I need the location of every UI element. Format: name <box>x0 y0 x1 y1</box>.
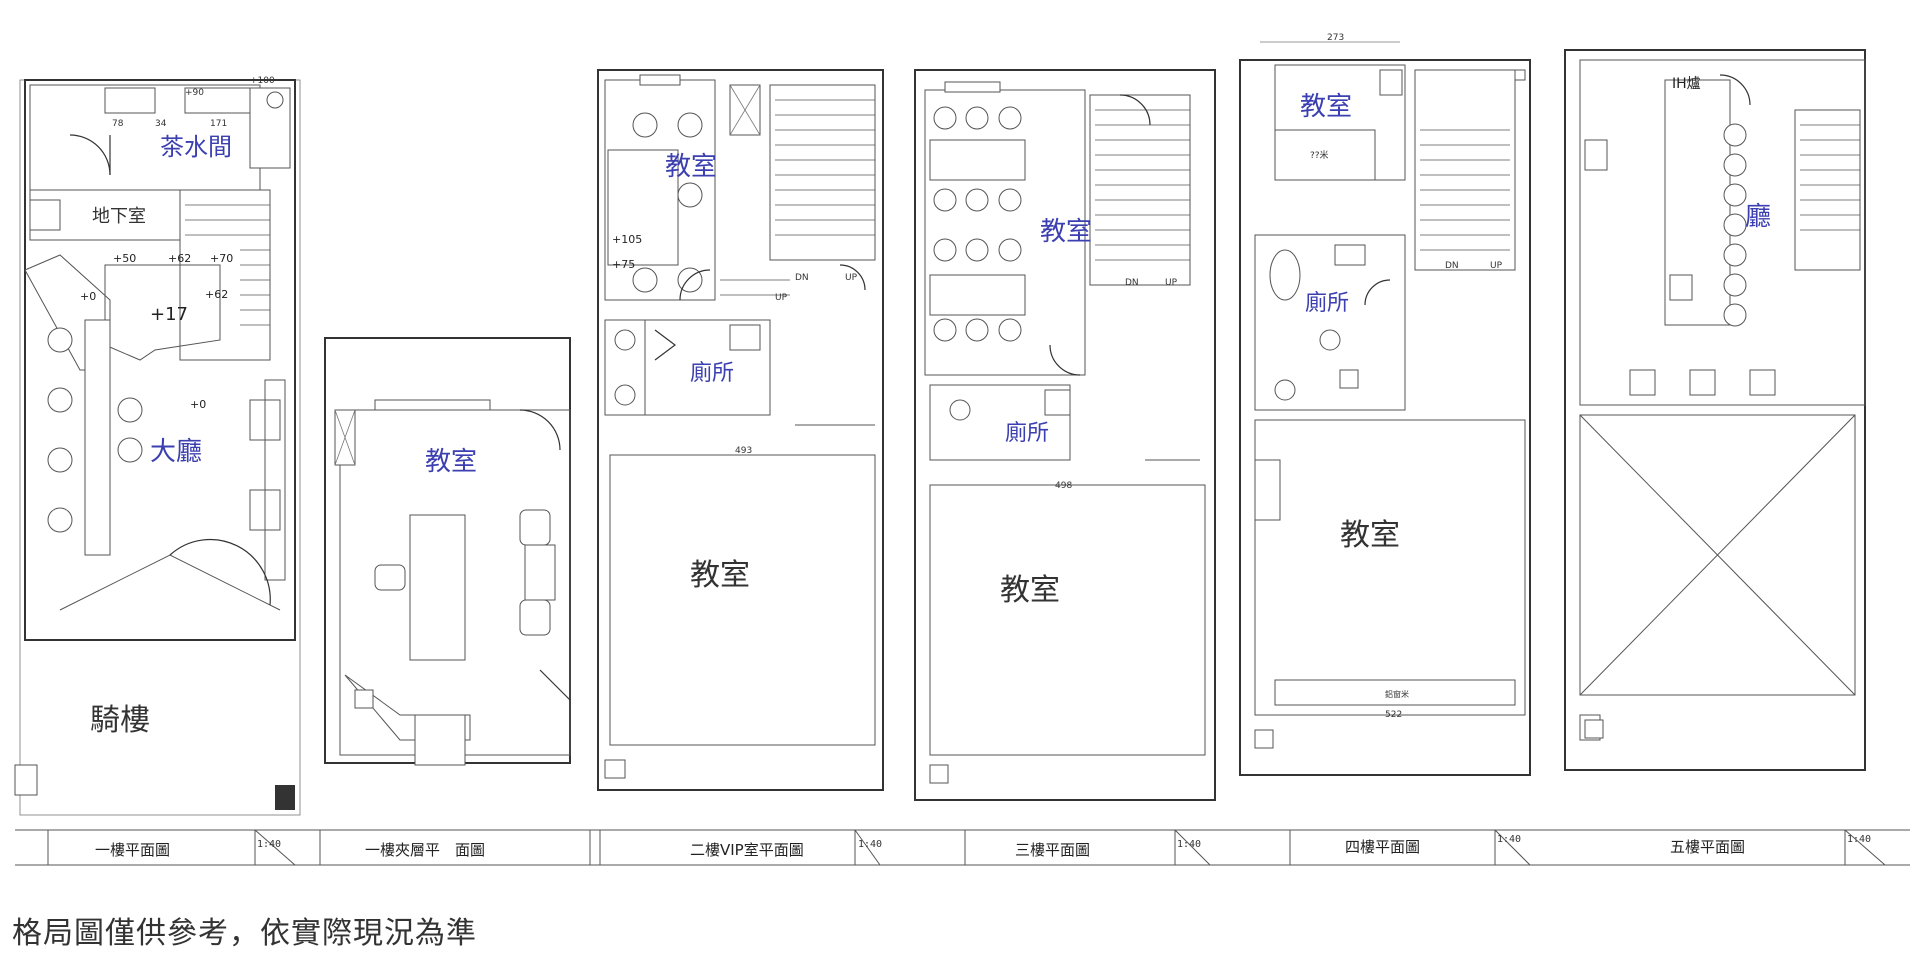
dim-1f-6: +62 <box>168 252 191 265</box>
plan-2f-vip: +105 +75 493 DN UP UP 教室 廁所 教室 二樓VIP室平面圖… <box>597 69 884 866</box>
room-5f-hall: 廳 <box>1745 202 1771 232</box>
dim-1f-11: +0 <box>190 398 206 411</box>
plan-4f-scale: 1:40 <box>1497 834 1521 845</box>
plan-5f-title: 五樓平面圖 <box>1670 838 1745 856</box>
plan-4f-title: 四樓平面圖 <box>1345 838 1420 856</box>
dim-1f-1: +90 <box>185 88 204 98</box>
stair-2f-up2: UP <box>845 273 858 283</box>
plan-1f: +100 +90 78 34 171 +50 +62 +70 +62 +0 +1… <box>14 76 301 866</box>
stair-5f <box>1794 109 1861 271</box>
room-mezz-classroom: 教室 <box>425 447 477 477</box>
dim-1f-8: +62 <box>205 288 228 301</box>
room-1f-basement: 地下室 <box>92 206 146 227</box>
plan-2f-title: 二樓VIP室平面圖 <box>690 841 804 859</box>
dim-1f-0: +100 <box>250 76 275 86</box>
stair-3f <box>1089 94 1191 286</box>
dim-2f-2: 493 <box>735 446 752 456</box>
plan-3f-scale: 1:40 <box>1177 839 1201 850</box>
room-1f-lobby: 大廳 <box>150 437 202 467</box>
dim-4f-2: 522 <box>1385 710 1402 720</box>
dim-1f-5: +50 <box>113 252 136 265</box>
room-1f-pantry: 茶水間 <box>160 133 232 161</box>
stair-3f-up: UP <box>1165 278 1178 288</box>
dim-2f-1: +75 <box>612 258 635 271</box>
stair-3f-dn: DN <box>1125 278 1139 288</box>
dim-2f-0: +105 <box>612 233 642 246</box>
room-4f-restroom: 廁所 <box>1305 291 1349 316</box>
dim-1f-4: 171 <box>210 119 227 129</box>
stair-4f-up: UP <box>1490 261 1503 271</box>
room-2f-classroom-a: 教室 <box>665 152 717 182</box>
dim-1f-3: 34 <box>155 119 167 129</box>
room-1f-arcade: 騎樓 <box>90 703 150 738</box>
dim-3f-0: 498 <box>1055 481 1072 491</box>
plan-1f-mezzanine: 教室 一樓夾層平 面圖 <box>319 337 591 865</box>
room-3f-classroom-a: 教室 <box>1040 217 1092 247</box>
plan-mezz-title: 一樓夾層平 面圖 <box>365 841 485 859</box>
title-strip <box>15 829 1910 866</box>
room-4f-classroom-b: 教室 <box>1340 518 1400 553</box>
plan-3f: 498 DN UP 教室 廁所 教室 三樓平面圖 1:40 <box>914 69 1216 866</box>
dim-1f-7: +70 <box>210 252 233 265</box>
plan-3f-title: 三樓平面圖 <box>1015 841 1090 859</box>
dim-1f-2: 78 <box>112 119 124 129</box>
dim-4f-1: ??米 <box>1310 149 1329 161</box>
dim-4f-0: 273 <box>1327 33 1344 43</box>
plan-1f-scale: 1:40 <box>257 839 281 850</box>
stair-4f <box>1414 69 1526 271</box>
room-3f-classroom-b: 教室 <box>1000 573 1060 608</box>
floor-plans: +100 +90 78 34 171 +50 +62 +70 +62 +0 +1… <box>14 33 1910 866</box>
dim-1f-10: +17 <box>150 304 188 325</box>
stair-2f-dn: DN <box>795 273 809 283</box>
room-3f-restroom: 廁所 <box>1005 421 1049 446</box>
plan-4f: 273 ??米 522 鋁窗米 DN UP 教室 廁所 教室 四樓平面圖 1:4… <box>1239 33 1531 866</box>
room-4f-classroom-a: 教室 <box>1300 92 1352 122</box>
dim-4f-3: 鋁窗米 <box>1385 689 1409 699</box>
stair-2f-up: UP <box>775 293 788 303</box>
stair-4f-dn: DN <box>1445 261 1459 271</box>
room-5f-ih-stove: IH爐 <box>1672 76 1701 92</box>
stair-1f <box>179 189 271 361</box>
room-2f-classroom-b: 教室 <box>690 558 750 593</box>
plan-1f-title: 一樓平面圖 <box>95 841 170 859</box>
room-2f-restroom: 廁所 <box>690 361 734 386</box>
plan-5f-scale: 1:40 <box>1847 834 1871 845</box>
stair-2f <box>720 84 876 296</box>
disclaimer-text: 格局圖僅供參考，依實際現況為準 <box>12 917 477 950</box>
plan-5f: IH爐 廳 五樓平面圖 1:40 <box>1564 49 1886 866</box>
plan-2f-scale: 1:40 <box>858 839 882 850</box>
dim-1f-9: +0 <box>80 290 96 303</box>
